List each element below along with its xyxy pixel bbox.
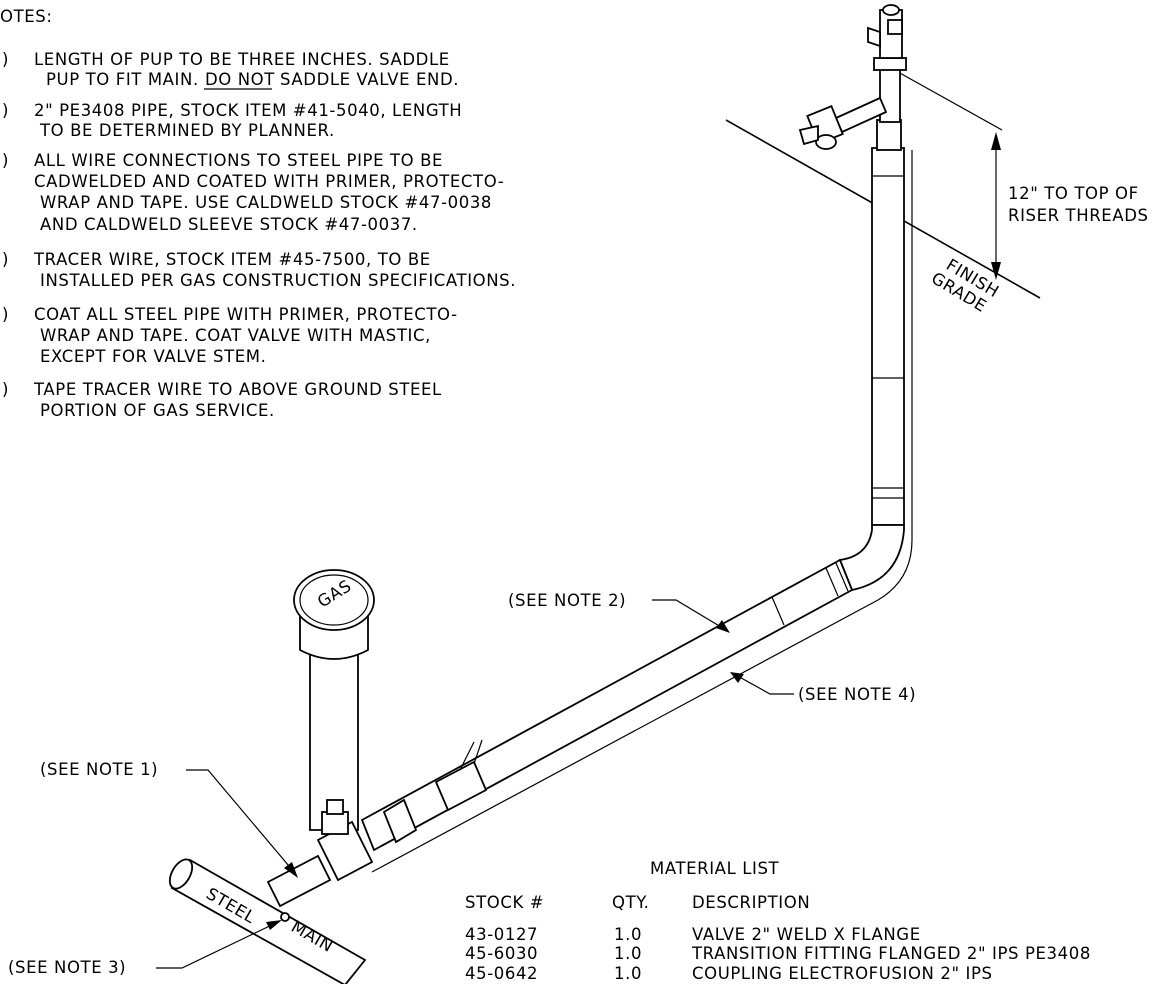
note-1-line-1: LENGTH OF PUP TO BE THREE INCHES. SADDLE [34, 50, 450, 69]
pipe-band-2 [825, 567, 839, 597]
transition-fitting [382, 798, 418, 844]
material-list: MATERIAL LIST STOCK # QTY. DESCRIPTION 4… [465, 859, 1091, 983]
note-3-line-1: ALL WIRE CONNECTIONS TO STEEL PIPE TO BE [34, 151, 443, 170]
see-note-4-callout: (SEE NOTE 4) [798, 685, 916, 704]
see-note-1-arrow [284, 862, 298, 878]
gate-valve-bonnet [321, 811, 349, 835]
riser-pipe [871, 147, 905, 526]
material-row-1-description: VALVE 2" WELD X FLANGE [692, 925, 921, 944]
material-list-header-qty: QTY. [612, 893, 649, 912]
see-note-1-callout: (SEE NOTE 1) [40, 760, 158, 779]
notes-heading: OTES: [0, 7, 53, 26]
callouts: (SEE NOTE 2) (SEE NOTE 4) (SEE NOTE 1) (… [8, 591, 916, 977]
material-row-2-qty: 1.0 [614, 944, 642, 963]
gate-valve-stem [326, 799, 344, 815]
material-list-title: MATERIAL LIST [650, 859, 780, 878]
riser-top-valve-cap [882, 4, 900, 16]
note-5-line-3: EXCEPT FOR VALVE STEM. [40, 347, 266, 366]
riser-top-valve-stem [887, 19, 903, 35]
riser-nipple [876, 119, 902, 151]
elbow-fitting [838, 524, 905, 592]
see-note-1-leader [186, 769, 295, 873]
pipe-band-1 [771, 596, 785, 626]
note-4-line-1: TRACER WIRE, STOCK ITEM #45-7500, TO BE [33, 250, 431, 269]
note-4-marker: ) [2, 250, 9, 269]
note-5-marker: ) [2, 305, 9, 324]
see-note-3-arrow [266, 920, 282, 930]
dimension-extension-line [897, 71, 1003, 131]
note-1-marker: ) [2, 50, 9, 69]
service-tracer-wire [371, 599, 879, 873]
see-note-4-arrow [730, 672, 744, 683]
elbow-tracer-wire [877, 539, 913, 601]
riser-dimension: 12" TO TOP OF RISER THREADS [897, 71, 1149, 280]
note-2-line-1: 2" PE3408 PIPE, STOCK ITEM #41-5040, LEN… [34, 101, 462, 120]
material-row-3-description: COUPLING ELECTROFUSION 2" IPS [692, 964, 993, 983]
note-4-line-2: INSTALLED PER GAS CONSTRUCTION SPECIFICA… [40, 271, 516, 290]
note-3-line-3: WRAP AND TAPE. USE CALDWELD STOCK #47-00… [40, 193, 492, 212]
valve-assembly [266, 799, 374, 908]
material-row-1-stock: 43-0127 [465, 925, 538, 944]
notes-block: OTES: ) LENGTH OF PUP TO BE THREE INCHES… [0, 7, 516, 420]
steel-main-end [168, 858, 194, 890]
riser-top-valve-handle [867, 26, 881, 48]
dimension-arrow-top [991, 132, 1001, 150]
note-1-line-2: PUP TO FIT MAIN. [46, 70, 199, 89]
see-note-4-leader [733, 673, 794, 695]
riser-side-valve-handle [798, 124, 819, 146]
note-3-line-4: AND CALDWELD SLEEVE STOCK #47-0037. [40, 215, 418, 234]
riser-dimension-line-1: 12" TO TOP OF [1008, 184, 1139, 203]
riser [798, 4, 913, 540]
material-list-header-stock: STOCK # [465, 893, 544, 912]
note-6-line-1: TAPE TRACER WIRE TO ABOVE GROUND STEEL [33, 380, 442, 399]
material-row-1-qty: 1.0 [614, 925, 642, 944]
see-note-3-leader [156, 921, 279, 969]
cadweld-connection [280, 912, 290, 922]
pipe-band-3 [835, 562, 849, 592]
material-row-2-description: TRANSITION FITTING FLANGED 2" IPS PE3408 [691, 944, 1091, 963]
material-row-2-stock: 45-6030 [465, 944, 538, 963]
note-6-line-2: PORTION OF GAS SERVICE. [40, 401, 275, 420]
material-row-3-qty: 1.0 [614, 964, 642, 983]
valve-box: GAS [293, 569, 375, 831]
note-6-marker: ) [2, 380, 9, 399]
riser-coupling [873, 57, 907, 71]
coupling-terminal-1 [459, 741, 475, 771]
note-2-line-2: TO BE DETERMINED BY PLANNER. [39, 121, 335, 140]
coupling-terminal-2 [473, 739, 483, 765]
see-note-2-leader [652, 599, 727, 631]
valve-box-lid-rim [299, 574, 369, 626]
material-row-3-stock: 45-0642 [465, 964, 538, 983]
note-3-marker: ) [2, 151, 9, 170]
note-5-line-1: COAT ALL STEEL PIPE WITH PRIMER, PROTECT… [34, 305, 458, 324]
material-list-header-description: DESCRIPTION [692, 893, 810, 912]
see-note-3-callout: (SEE NOTE 3) [8, 958, 126, 977]
valve-box-lid [293, 569, 375, 631]
note-5-line-2: WRAP AND TAPE. COAT VALVE WITH MASTIC, [40, 326, 431, 345]
dimension-arrow-bottom [991, 262, 1001, 280]
see-note-2-callout: (SEE NOTE 2) [508, 591, 626, 610]
note-1-line-3: SADDLE VALVE END. [280, 70, 459, 89]
note-1-emphasis: DO NOT [205, 70, 275, 89]
note-2-marker: ) [2, 101, 9, 120]
note-3-line-2: CADWELDED AND COATED WITH PRIMER, PROTEC… [34, 172, 504, 191]
see-note-2-arrow [716, 620, 730, 633]
riser-dimension-line-2: RISER THREADS [1008, 206, 1149, 225]
riser-side-valve-outlet [815, 134, 837, 150]
steel-pup [266, 854, 332, 908]
